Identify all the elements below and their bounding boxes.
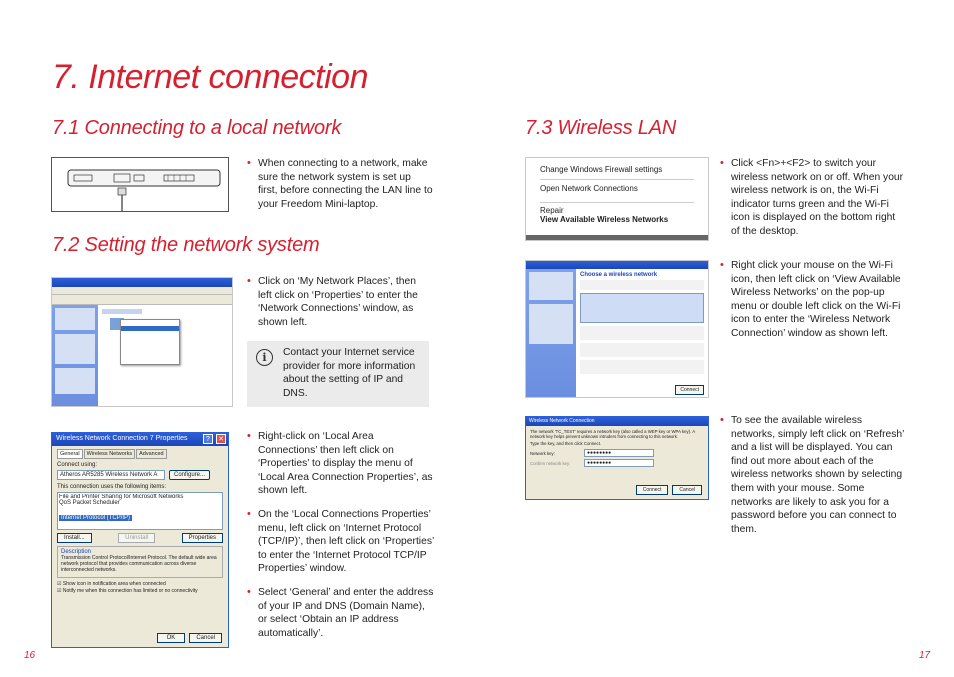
configure-button: Configure... (169, 470, 211, 480)
bullet-item: Click <Fn>+<F2> to switch your wireless … (720, 157, 906, 239)
connect-using-label: Connect using: (57, 462, 98, 468)
key-dialog-instruction: Type the key, and then click Connect. (530, 441, 602, 447)
explorer-content (98, 305, 232, 406)
explorer-toolbar (52, 295, 232, 305)
bullet-item: Right-click on ‘Local Area Connections’ … (247, 430, 435, 498)
bullets-7-2-a: Click on ‘My Network Places’, then left … (247, 275, 429, 339)
tab-general: General (57, 449, 83, 459)
page-title: 7. Internet connection (52, 58, 369, 96)
bullets-7-3-c: To see the available wireless networks, … (720, 414, 904, 546)
bullets-7-3-b: Right click your mouse on the Wi-Fi icon… (720, 259, 908, 351)
adapter-field: Atheros AR5285 Wireless Network A (57, 470, 165, 480)
items-label: This connection uses the following items… (57, 484, 167, 490)
network-key-dialog-screenshot: Wireless Network Connection The network … (525, 416, 709, 500)
list-item: Internet Protocol (TCP/IP) (59, 515, 133, 521)
context-menu (120, 319, 180, 365)
page-number-right: 17 (919, 650, 931, 661)
bullet-item: When connecting to a network, make sure … (247, 157, 433, 211)
choose-network-heading: Choose a wireless network (580, 272, 658, 278)
bullet-item: To see the available wireless networks, … (720, 414, 904, 536)
connection-properties-screenshot: Wireless Network Connection 7 Properties… (51, 432, 229, 648)
connect-button: Connect (675, 385, 704, 395)
key-dialog-titlebar: Wireless Network Connection (526, 417, 708, 426)
uninstall-button: Uninstall (118, 533, 156, 543)
items-list: File and Printer Sharing for Microsoft N… (57, 492, 223, 530)
cancel-button: Cancel (189, 633, 222, 643)
menu-item-open-connections: Open Network Connections (540, 184, 638, 193)
install-button: Install... (57, 533, 92, 543)
page-number-left: 16 (24, 650, 36, 661)
section-heading-7-2: 7.2 Setting the network system (52, 234, 320, 256)
network-places-screenshot (51, 277, 233, 407)
properties-button: Properties (181, 533, 223, 543)
bullet-item: Select ‘General’ and enter the address o… (247, 586, 435, 640)
laptop-lan-port-image (51, 157, 229, 212)
bullets-7-3-a: Click <Fn>+<F2> to switch your wireless … (720, 157, 906, 249)
tab-wireless-networks: Wireless Networks (83, 449, 136, 459)
properties-tabs: General Wireless Networks Advanced (57, 449, 223, 459)
close-icon: ✕ (216, 434, 226, 444)
section-heading-7-3: 7.3 Wireless LAN (525, 117, 677, 139)
info-note: i Contact your Internet service provider… (247, 341, 429, 407)
explorer-menubar (52, 287, 232, 295)
bullet-item: On the ‘Local Connections Properties’ me… (247, 508, 435, 576)
network-key-label: Network key: (530, 450, 555, 456)
show-icon-checkbox: ☑ Show icon in notification area when co… (57, 581, 166, 587)
wifi-context-menu-screenshot: Change Windows Firewall settings Open Ne… (525, 157, 709, 241)
choose-wireless-network-screenshot: Choose a wireless network Connect (525, 260, 709, 398)
info-icon: i (256, 349, 273, 366)
network-key-field: ●●●●●●●● (584, 449, 654, 458)
menu-item-view-wireless: View Available Wireless Networks (540, 215, 669, 224)
key-dialog-message: The network 'TC_TEST' requires a network… (530, 429, 695, 440)
help-icon: ? (203, 434, 213, 444)
confirm-key-field: ●●●●●●●● (584, 459, 654, 468)
properties-titlebar: Wireless Network Connection 7 Properties… (52, 433, 228, 446)
menu-item-firewall: Change Windows Firewall settings (540, 165, 663, 174)
section-heading-7-1: 7.1 Connecting to a local network (52, 117, 342, 139)
info-note-text: Contact your Internet service provider f… (283, 347, 416, 399)
connect-key-button: Connect (635, 485, 669, 495)
explorer-task-pane (52, 305, 98, 406)
notify-checkbox: ☑ Notify me when this connection has lim… (57, 588, 198, 594)
description-group: Description Transmission Control Protoco… (57, 546, 223, 578)
bullet-item: Right click your mouse on the Wi-Fi icon… (720, 259, 908, 341)
confirm-key-label: Confirm network key: (530, 460, 571, 466)
list-item: File and Printer Sharing for Microsoft N… (59, 494, 184, 500)
menu-item-repair: Repair (540, 206, 564, 215)
tab-advanced: Advanced (136, 449, 167, 459)
bullets-7-1: When connecting to a network, make sure … (247, 157, 433, 221)
list-item: QoS Packet Scheduler (59, 500, 120, 506)
bullets-7-2-b: Right-click on ‘Local Area Connections’ … (247, 430, 435, 650)
bullet-item: Click on ‘My Network Places’, then left … (247, 275, 429, 329)
explorer-titlebar (52, 278, 232, 287)
ok-button: OK (156, 633, 186, 643)
cancel-key-button: Cancel (672, 485, 702, 495)
